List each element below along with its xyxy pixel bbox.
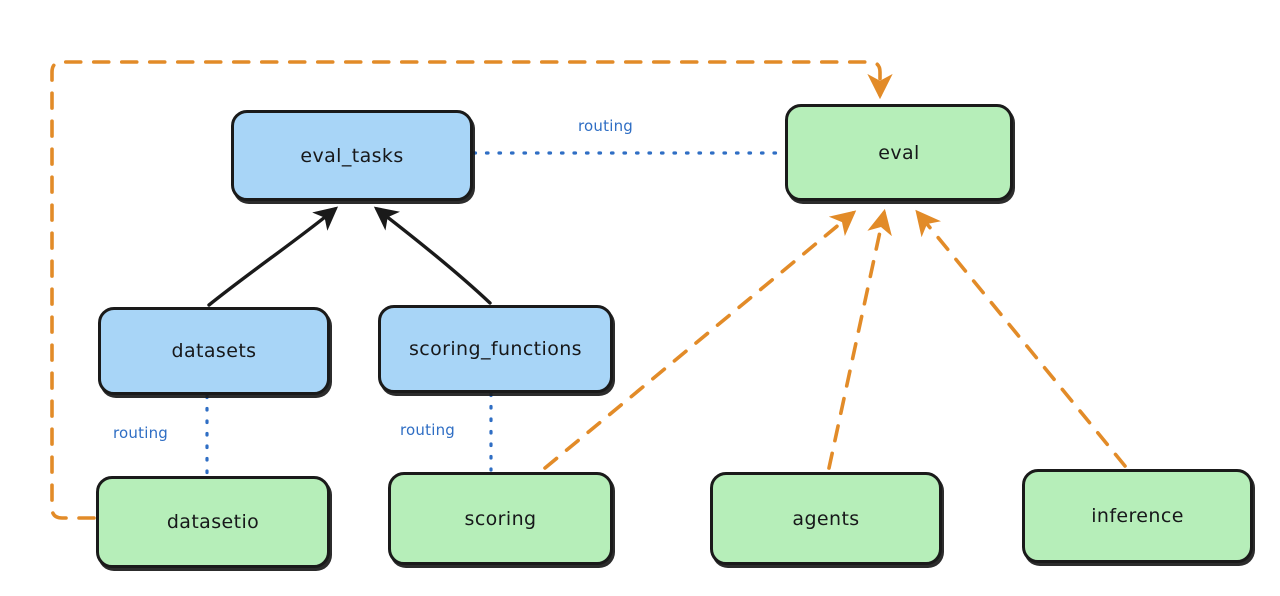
edge-label-routing-eval: routing [578,117,633,135]
node-inference-label: inference [1091,505,1184,527]
node-eval-tasks[interactable]: eval_tasks [231,110,473,201]
node-scoring[interactable]: scoring [388,472,613,565]
node-datasetio[interactable]: datasetio [96,476,330,568]
node-eval-tasks-label: eval_tasks [300,144,404,167]
node-agents-label: agents [792,507,860,530]
node-datasetio-label: datasetio [166,511,260,533]
edge-datasetio-to-eval [50,60,893,520]
node-scoring-functions[interactable]: scoring_functions [378,305,613,393]
edge-datasets-to-eval-tasks [207,206,339,307]
node-eval-label: eval [878,141,920,164]
edge-scoring-functions-to-eval-tasks [373,206,492,305]
node-datasets[interactable]: datasets [98,307,330,395]
edge-label-routing-scoring: routing [400,421,455,439]
node-datasets-label: datasets [171,340,257,362]
node-inference[interactable]: inference [1022,469,1253,563]
edge-agents-to-eval [827,208,892,470]
node-scoring-label: scoring [464,507,537,530]
node-agents[interactable]: agents [710,472,942,565]
node-eval[interactable]: eval [785,104,1013,201]
edge-label-routing-datasets: routing [113,424,168,442]
edge-scoring-to-eval [543,210,857,470]
edge-inference-to-eval [915,209,1127,468]
node-scoring-functions-label: scoring_functions [409,338,582,360]
